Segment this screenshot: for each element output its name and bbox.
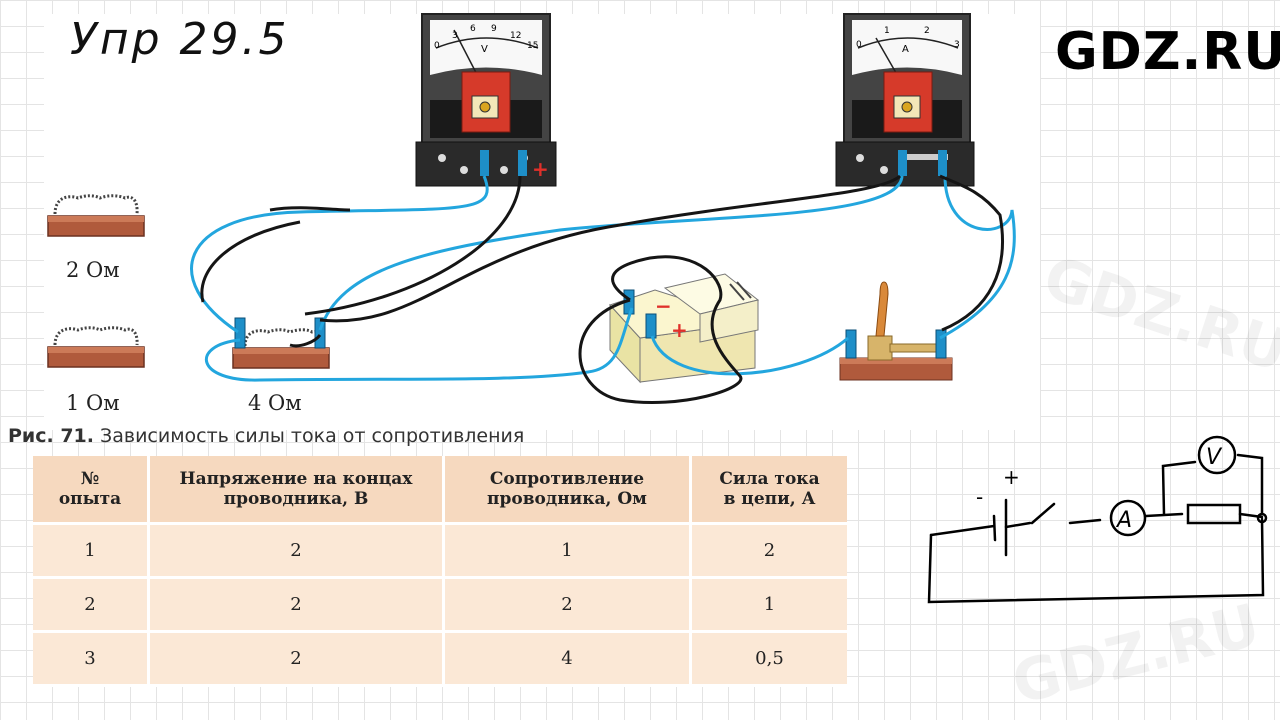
resistor-4-ohm xyxy=(232,317,330,369)
table-cell: 1 xyxy=(33,523,150,579)
sketch-voltmeter-letter: V xyxy=(1206,445,1223,470)
sketch-ammeter-letter: A xyxy=(1115,508,1132,533)
ammeter: 0 1 2 3 A xyxy=(835,13,975,187)
table-row: 2 2 2 1 xyxy=(33,577,847,633)
voltmeter-plus-sign: + xyxy=(532,157,549,181)
table-cell: 1 xyxy=(690,577,847,633)
resistor-4-ohm-label: 4 Ом xyxy=(248,391,302,415)
figure-caption-text: Зависимость силы тока от сопротивления xyxy=(100,425,525,447)
ammeter-unit: A xyxy=(902,44,909,55)
circuit-sketch xyxy=(927,435,1268,604)
table-cell: 2 xyxy=(443,577,692,633)
table-cell: 2 xyxy=(148,577,445,633)
voltmeter-tick: 15 xyxy=(527,41,538,51)
table-cell: 2 xyxy=(33,577,150,633)
ammeter-tick: 2 xyxy=(924,26,930,36)
table-cell: 1 xyxy=(443,523,692,579)
site-logo: GDZ.RU xyxy=(1055,22,1280,82)
voltmeter-tick: 9 xyxy=(491,24,497,34)
black-wires xyxy=(200,174,1004,404)
resistor-1-ohm-label: 1 Ом xyxy=(66,391,120,415)
figure-number: Рис. 71. xyxy=(8,425,94,447)
resistor-1-ohm xyxy=(47,326,145,368)
voltmeter-unit: V xyxy=(481,44,488,55)
table-row: 1 2 1 2 xyxy=(33,523,847,579)
table-cell: 2 xyxy=(690,523,847,579)
resistor-2-ohm xyxy=(47,194,145,237)
sketch-voltmeter-circle xyxy=(1197,435,1237,475)
knife-switch xyxy=(839,281,953,381)
table-cell: 3 xyxy=(33,631,150,687)
sketch-ammeter-circle xyxy=(1109,499,1147,537)
voltmeter-tick: 0 xyxy=(434,41,440,51)
ammeter-tick: 1 xyxy=(884,26,890,36)
power-plus-sign: + xyxy=(671,318,688,342)
figure-caption: Рис. 71. Зависимость силы тока от сопрот… xyxy=(8,425,524,447)
power-minus-sign: − xyxy=(655,294,672,318)
ammeter-tick: 3 xyxy=(954,40,960,50)
table-row: 3 2 4 0,5 xyxy=(33,631,847,687)
resistor-2-ohm-label: 2 Ом xyxy=(66,258,120,282)
table-cell: 2 xyxy=(148,631,445,687)
ammeter-tick: 0 xyxy=(856,40,862,50)
table-cell: 0,5 xyxy=(690,631,847,687)
exercise-title: Упр 29.5 xyxy=(70,14,290,65)
voltmeter-tick: 12 xyxy=(510,31,521,41)
sketch-resistor xyxy=(1186,503,1242,525)
table-cell: 4 xyxy=(443,631,692,687)
sketch-minus-sign: - xyxy=(976,485,983,509)
voltmeter: 0 3 6 9 12 15 V + xyxy=(415,13,557,187)
sketch-plus-sign: + xyxy=(1003,465,1020,489)
voltmeter-tick: 3 xyxy=(452,31,458,41)
table-cell: 2 xyxy=(148,523,445,579)
voltmeter-tick: 6 xyxy=(470,24,476,34)
